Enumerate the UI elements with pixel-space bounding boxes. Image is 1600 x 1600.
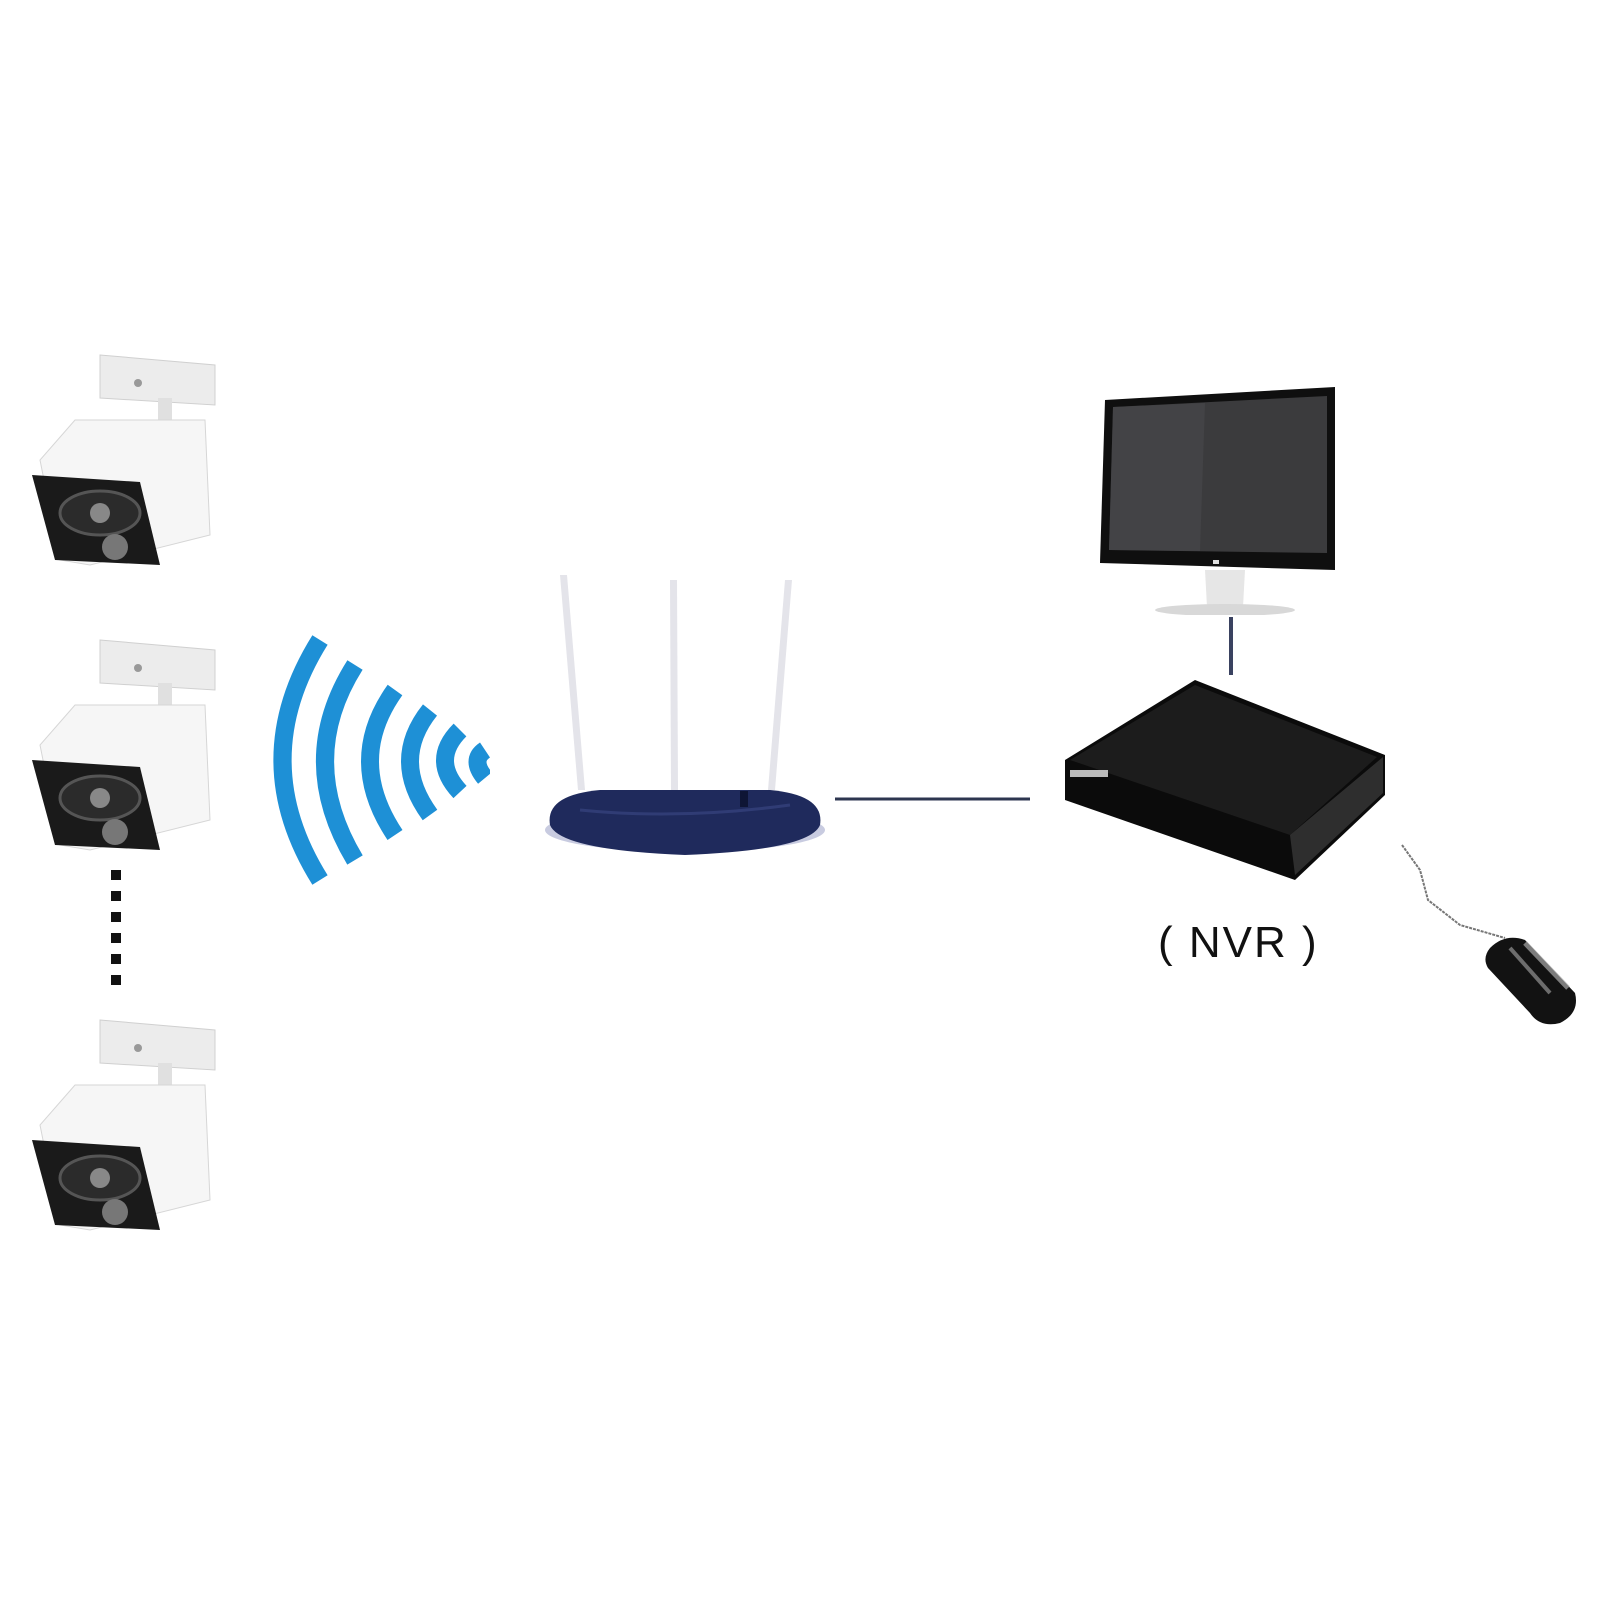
vertical-ellipsis-icon [111, 870, 121, 985]
wifi-signal [260, 620, 490, 900]
camera-n [20, 1015, 220, 1235]
wireless-router [520, 565, 840, 865]
monitor [1085, 375, 1345, 615]
mouse [1480, 928, 1590, 1038]
nvr-icon [1065, 680, 1385, 880]
more-cameras-ellipsis [110, 870, 122, 990]
camera-1 [20, 350, 220, 570]
nvr-label: ( NVR ) [1158, 918, 1319, 967]
ip-camera-icon [32, 639, 216, 851]
ip-camera-icon [32, 1019, 216, 1231]
nvr-device [1065, 675, 1385, 885]
router-icon [545, 575, 825, 855]
mouse-icon [1485, 937, 1576, 1025]
mouse-cable [1401, 844, 1506, 939]
ip-camera-icon [32, 354, 216, 566]
wifi-waves-icon [273, 635, 490, 885]
monitor-icon [1100, 387, 1335, 615]
camera-2 [20, 635, 220, 855]
